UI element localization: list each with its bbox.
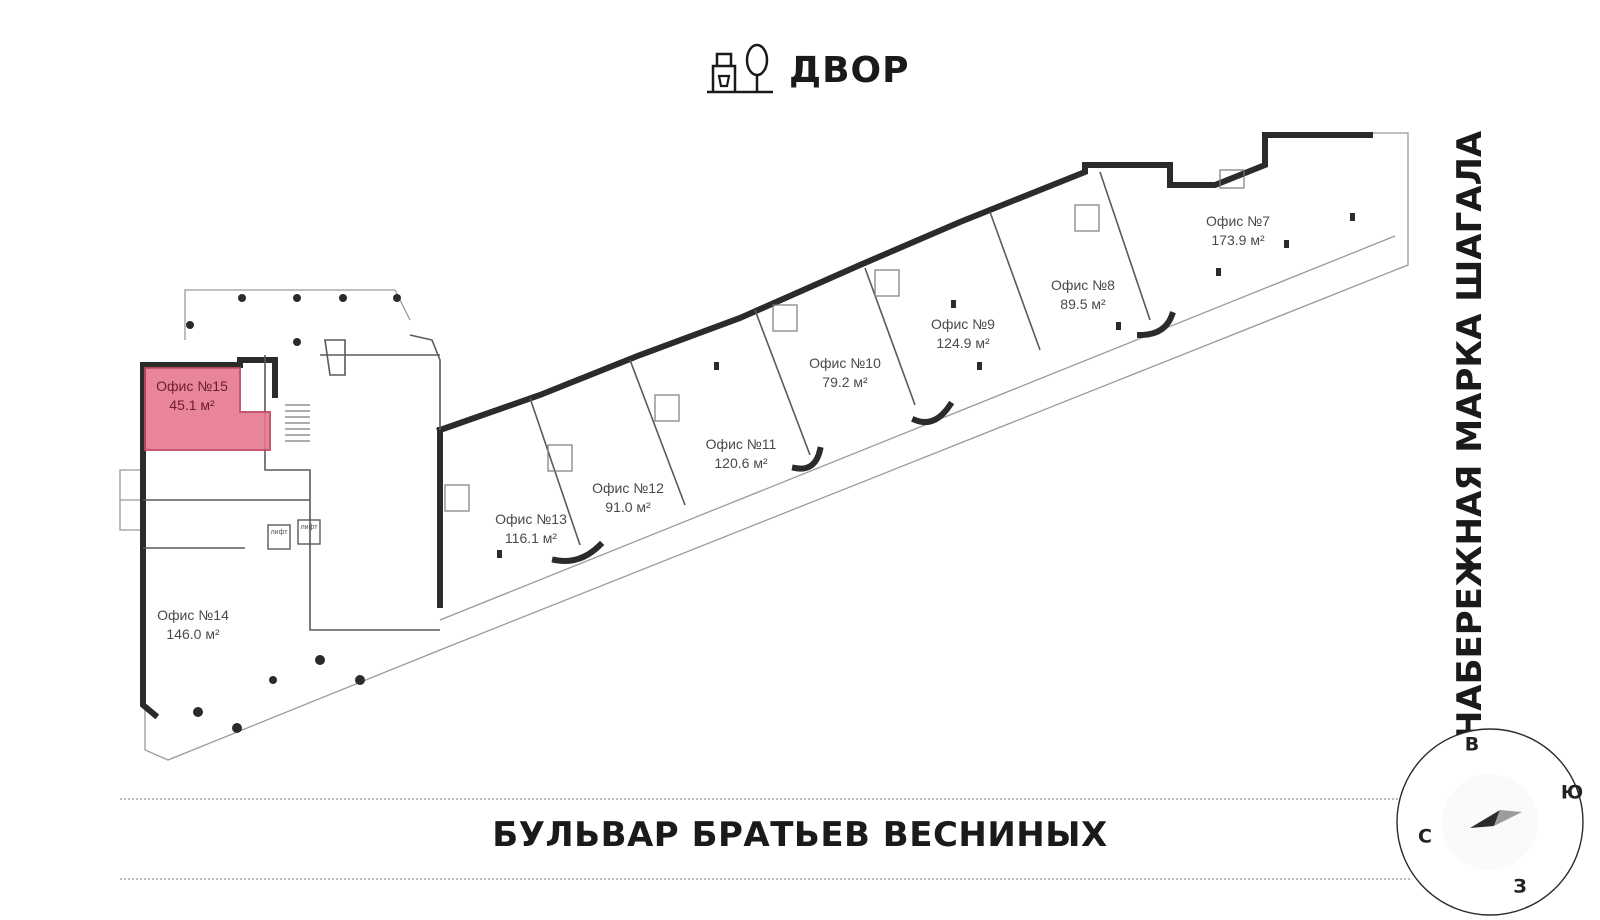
street-border-bottom bbox=[120, 878, 1410, 880]
courtyard-facade-wall bbox=[436, 132, 1373, 608]
compass-east: Ю bbox=[1561, 782, 1583, 804]
office-15-area-text: 45.1 м² bbox=[169, 397, 215, 413]
office-15-name: Офис №15 bbox=[156, 378, 228, 394]
office-13-label[interactable]: Офис №13 116.1 м² bbox=[495, 511, 567, 546]
office-13-area: 116.1 м² bbox=[505, 530, 558, 546]
terrace-outline-west bbox=[119, 469, 140, 531]
office-7-label[interactable]: Офис №7 173.9 м² bbox=[1206, 213, 1270, 248]
office-9-name: Офис №9 bbox=[931, 316, 995, 332]
compass-south: З bbox=[1513, 876, 1527, 898]
left-block-inner-wall bbox=[143, 334, 441, 631]
office-8-area: 89.5 м² bbox=[1060, 296, 1106, 312]
terrace-outline bbox=[144, 132, 1409, 761]
office-13-name: Офис №13 bbox=[495, 511, 567, 527]
office-11-label[interactable]: Офис №11 120.6 м² bbox=[706, 436, 777, 471]
office-10-name: Офис №10 bbox=[809, 355, 881, 371]
street-border-top bbox=[120, 798, 1410, 800]
column-markers bbox=[497, 213, 1355, 558]
balcony-walls bbox=[551, 311, 1176, 564]
office-11-name: Офис №11 bbox=[706, 436, 777, 452]
office-7-area: 173.9 м² bbox=[1211, 232, 1265, 248]
courtyard-title: ДВОР bbox=[789, 49, 910, 91]
compass-west: С bbox=[1418, 826, 1432, 848]
office-14-name: Офис №14 bbox=[157, 607, 229, 623]
office-15-label[interactable]: Офис №15 45.1 м² bbox=[156, 378, 228, 413]
stairs bbox=[285, 404, 310, 442]
left-block-wall bbox=[140, 357, 278, 720]
street-label: БУЛЬВАР БРАТЬЕВ ВЕСНИНЫХ bbox=[492, 815, 1108, 855]
wc-blocks bbox=[444, 169, 1245, 512]
office-12-area: 91.0 м² bbox=[605, 499, 651, 515]
compass-north: В bbox=[1465, 734, 1479, 756]
office-15-area[interactable] bbox=[144, 367, 271, 451]
terrace-outline-north bbox=[184, 289, 411, 340]
office-14-area: 146.0 м² bbox=[166, 626, 220, 642]
office-8-name: Офис №8 bbox=[1051, 277, 1115, 293]
office-9-area: 124.9 м² bbox=[936, 335, 990, 351]
facade-line bbox=[439, 235, 1396, 621]
office-12-name: Офис №12 bbox=[592, 480, 664, 496]
elevator-right-label: лифт bbox=[301, 524, 319, 531]
elevator-right bbox=[297, 519, 321, 545]
columns bbox=[186, 294, 401, 733]
office-12-label[interactable]: Офис №12 91.0 м² bbox=[592, 480, 664, 515]
office-9-label[interactable]: Офис №9 124.9 м² bbox=[931, 316, 995, 351]
office-10-area: 79.2 м² bbox=[822, 374, 868, 390]
office-7-name: Офис №7 bbox=[1206, 213, 1270, 229]
office-10-label[interactable]: Офис №10 79.2 м² bbox=[809, 355, 881, 390]
compass: В Ю С З bbox=[1396, 728, 1584, 916]
elevator-left bbox=[267, 524, 291, 550]
office-8-label[interactable]: Офис №8 89.5 м² bbox=[1051, 277, 1115, 312]
office-11-area: 120.6 м² bbox=[714, 455, 768, 471]
courtyard-label: ДВОР bbox=[705, 40, 910, 100]
courtyard-tree-icon bbox=[707, 43, 773, 94]
elevator-left-label: лифт bbox=[271, 529, 289, 536]
office-14-label[interactable]: Офис №14 146.0 м² bbox=[157, 607, 229, 642]
compass-arrow-icon bbox=[1470, 810, 1522, 828]
